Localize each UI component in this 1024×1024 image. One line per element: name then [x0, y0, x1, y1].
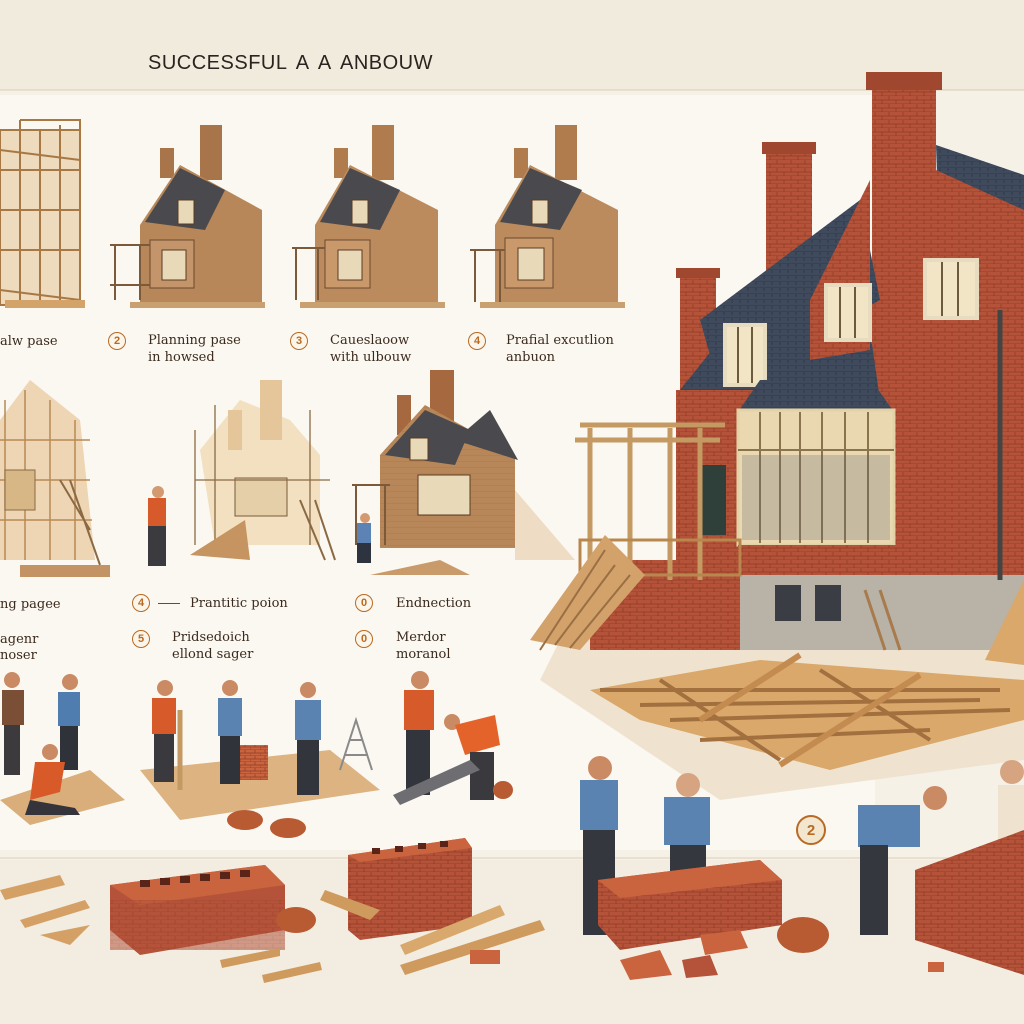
caption-text: alw pase — [0, 334, 58, 349]
caption-text: Prantitic poion — [190, 596, 288, 611]
caption-text: agenr — [0, 632, 39, 647]
main-brick-house — [530, 72, 1024, 800]
workers-cluster — [0, 671, 513, 838]
caption-text: moranol — [396, 647, 451, 662]
caption-text: Planning pase — [148, 333, 241, 348]
stage3-house — [292, 125, 445, 308]
caption-text: Prafial excutlion — [506, 333, 614, 348]
side-step-badge: 2 — [796, 815, 826, 845]
row2-house3 — [352, 370, 575, 575]
caption-text: anbuon — [506, 350, 556, 365]
caption-text: ellond sager — [172, 647, 254, 662]
step-badge: 2 — [108, 332, 126, 350]
caption-text: Endnection — [396, 596, 472, 611]
caption-dash — [158, 603, 180, 604]
step-badge: 5 — [132, 630, 150, 648]
step-badge: 0 — [355, 630, 373, 648]
stage4-house — [470, 125, 625, 308]
poster-title: SUCCESSFUL A A ANBOUW — [148, 44, 433, 75]
stage2-house — [110, 125, 265, 308]
bottom-bricks-and-workers — [0, 756, 1024, 983]
step-badge: 4 — [132, 594, 150, 612]
row2-house1 — [0, 380, 110, 577]
worker-figures-mid — [148, 486, 371, 566]
row2-house2 — [190, 380, 336, 561]
caption-text: Merdor — [396, 630, 446, 645]
caption-text: in howsed — [148, 350, 215, 365]
step-badge: 0 — [355, 594, 373, 612]
caption-text: ng pagee — [0, 597, 61, 612]
stage1-frame — [0, 119, 85, 308]
caption-text: Pridsedoich — [172, 630, 250, 645]
caption-text: noser — [0, 648, 37, 663]
caption-text: Caueslaoow — [330, 333, 410, 348]
step-badge: 3 — [290, 332, 308, 350]
step-badge: 4 — [468, 332, 486, 350]
caption-text: with ulbouw — [330, 350, 412, 365]
